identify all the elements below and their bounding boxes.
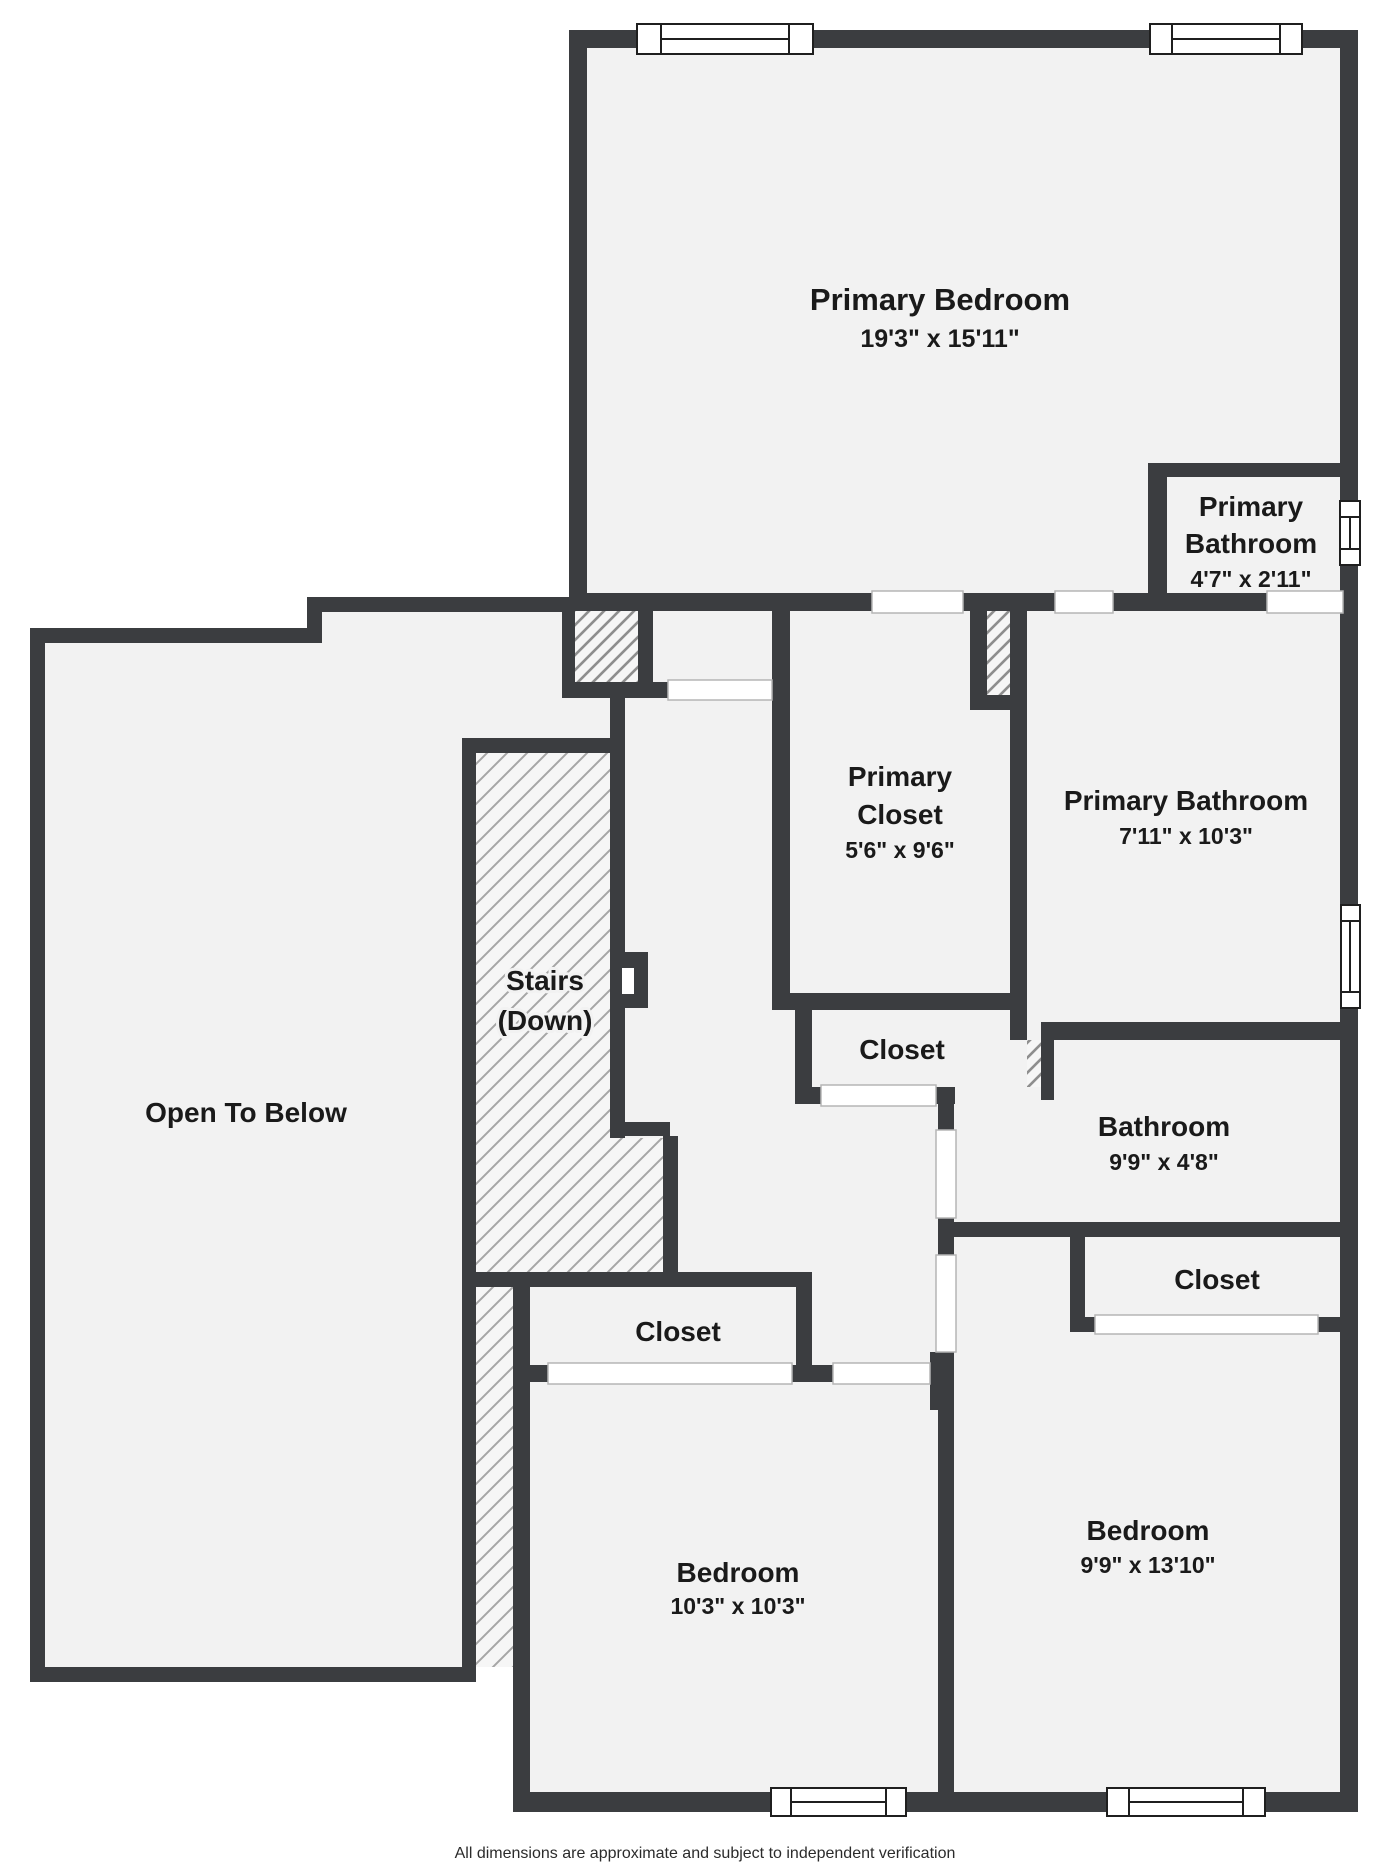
window-bottom-mid-bedroom [770, 1787, 907, 1817]
open-to-below-name: Open To Below [145, 1097, 347, 1128]
room-label-primary-closet: Primary Closet 5'6" x 9'6" [843, 758, 958, 866]
room-label-closet-left: Closet [632, 1313, 724, 1350]
hatch-stairs [476, 753, 610, 1138]
bedroom-right-name: Bedroom [1087, 1515, 1210, 1546]
window-top-right [1149, 23, 1303, 55]
closet-left-name: Closet [635, 1316, 721, 1347]
room-label-closet-right: Closet [1171, 1261, 1263, 1298]
hatched-areas [476, 611, 1041, 1667]
bedroom-mid-name: Bedroom [677, 1557, 800, 1588]
primary-bedroom-name: Primary Bedroom [810, 282, 1070, 317]
floor-areas [36, 36, 1350, 1807]
hatch-open-below-edge [476, 1287, 513, 1667]
primary-closet-name-2: Closet [857, 799, 943, 830]
room-label-bathroom: Bathroom 9'9" x 4'8" [1095, 1108, 1233, 1178]
hatch-stairs-lower [476, 1138, 663, 1272]
primary-bathroom-dims: 7'11" x 10'3" [1119, 823, 1253, 849]
disclaimer-text: All dimensions are approximate and subje… [455, 1845, 956, 1862]
door-openings [547, 590, 1344, 1385]
primary-closet-dims: 5'6" x 9'6" [845, 837, 955, 863]
stairs-name-1: Stairs [506, 965, 584, 996]
window-top-left [636, 23, 814, 55]
hatch-landing-void [575, 611, 638, 682]
room-label-open-to-below: Open To Below [142, 1094, 350, 1131]
room-label-primary-bathroom: Primary Bathroom 7'11" x 10'3" [1061, 782, 1311, 852]
primary-bathroom-small-name-2: Bathroom [1185, 528, 1317, 559]
bedroom-mid-dims: 10'3" x 10'3" [670, 1593, 805, 1619]
stairs-name-2: (Down) [498, 1005, 593, 1036]
window-right-small-bath [1339, 500, 1361, 566]
room-label-stairs: Stairs (Down) [495, 962, 596, 1039]
bathroom-name: Bathroom [1098, 1111, 1230, 1142]
stair-door-jamb-notch [622, 968, 634, 994]
bathroom-dims: 9'9" x 4'8" [1109, 1149, 1219, 1175]
primary-bedroom-dims: 19'3" x 15'11" [860, 325, 1019, 353]
hatch-chase-top [987, 611, 1010, 695]
bedroom-right-dims: 9'9" x 13'10" [1080, 1552, 1215, 1578]
primary-bathroom-name: Primary Bathroom [1064, 785, 1308, 816]
closet-right-name: Closet [1174, 1264, 1260, 1295]
room-label-primary-bathroom-small: Primary Bathroom 4'7" x 2'11" [1182, 488, 1320, 595]
hatch-chase-mid [1027, 1040, 1041, 1087]
room-label-primary-bedroom: Primary Bedroom 19'3" x 15'11" [807, 279, 1073, 356]
windows [636, 23, 1361, 1817]
room-label-bedroom-right: Bedroom 9'9" x 13'10" [1078, 1512, 1218, 1581]
room-label-bedroom-mid: Bedroom 10'3" x 10'3" [668, 1554, 808, 1622]
primary-bathroom-small-name-1: Primary [1199, 491, 1304, 522]
closet-mid-name: Closet [859, 1034, 945, 1065]
primary-bathroom-small-dims: 4'7" x 2'11" [1190, 566, 1311, 592]
primary-closet-name-1: Primary [848, 761, 953, 792]
room-label-closet-mid: Closet [856, 1031, 948, 1068]
window-right-primary-bath [1340, 904, 1361, 1009]
window-bottom-right-bedroom [1106, 1787, 1266, 1817]
